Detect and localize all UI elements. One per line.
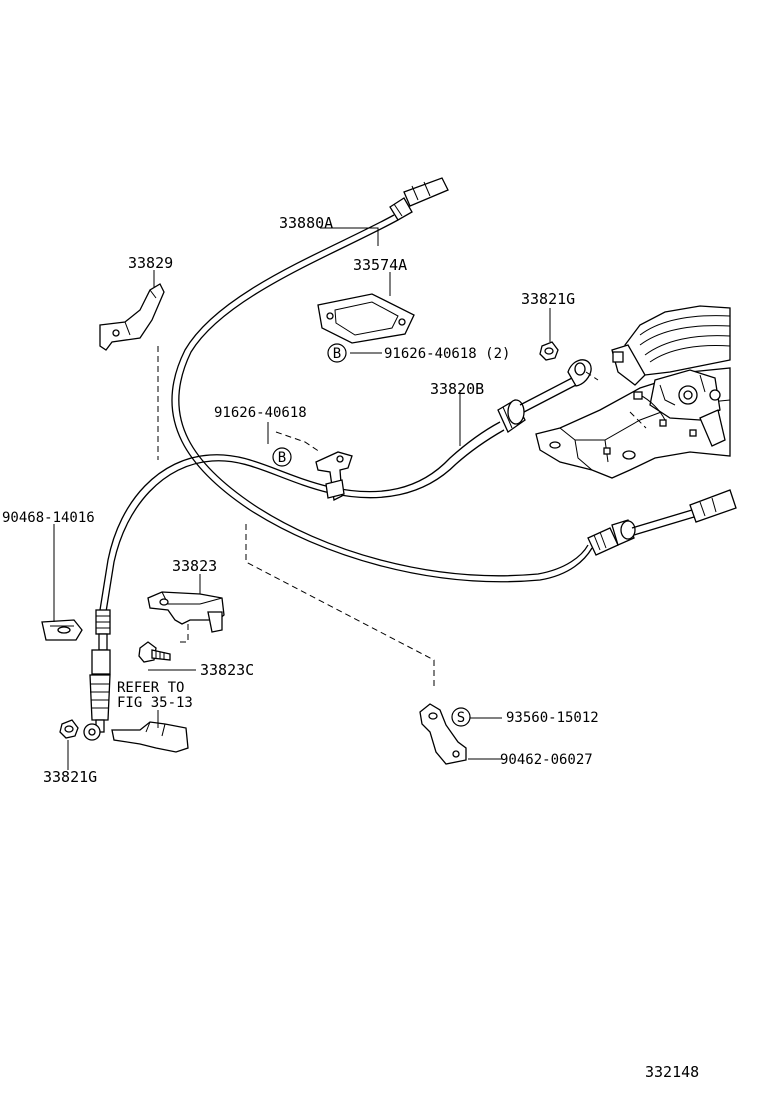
label-33823: 33823 xyxy=(172,557,217,575)
cable-left-end xyxy=(83,609,111,741)
label-33823C: 33823C xyxy=(200,661,254,679)
svg-text:B: B xyxy=(333,346,341,362)
label-93560-15012: 93560-15012 xyxy=(506,710,599,726)
marker-b-mid: B xyxy=(272,447,292,467)
nut-33821G-top xyxy=(539,341,559,361)
label-33820B: 33820B xyxy=(430,380,484,398)
dashed-reference-lines xyxy=(157,346,647,690)
label-33880A: 33880A xyxy=(279,214,333,232)
clamp-bracket xyxy=(315,451,353,501)
label-33829: 33829 xyxy=(128,254,173,272)
bracket-33829 xyxy=(99,283,165,351)
bolt-33823C xyxy=(138,641,171,663)
nut-33821G-bottom xyxy=(59,719,79,739)
label-91626-40618: 91626-40618 xyxy=(214,405,307,421)
cable-33820B xyxy=(99,359,592,613)
clip-90468-14016 xyxy=(41,619,83,641)
marker-b-top: B xyxy=(327,343,347,363)
svg-text:S: S xyxy=(457,710,465,726)
label-90468-14016: 90468-14016 xyxy=(2,510,95,526)
svg-text:B: B xyxy=(278,450,286,466)
label-fig-ref: FIG 35-13 xyxy=(117,695,193,711)
label-33574A: 33574A xyxy=(353,256,407,274)
plate-33574A xyxy=(317,293,415,344)
diagram-number: 332148 xyxy=(645,1063,699,1081)
label-90462-06027: 90462-06027 xyxy=(500,752,593,768)
label-33821G-top: 33821G xyxy=(521,290,575,308)
label-91626-40618-2: 91626-40618 (2) xyxy=(384,346,510,362)
label-33821G-bottom: 33821G xyxy=(43,768,97,786)
bracket-93560-90462 xyxy=(419,703,467,765)
shift-lever-assembly xyxy=(535,305,731,479)
refer-pointer-hand xyxy=(111,721,189,753)
cable-33880A xyxy=(171,177,737,583)
label-refer-to: REFER TO xyxy=(117,680,184,696)
marker-s: S xyxy=(451,707,471,727)
bracket-33823 xyxy=(147,591,225,633)
leader-lines xyxy=(53,227,551,770)
